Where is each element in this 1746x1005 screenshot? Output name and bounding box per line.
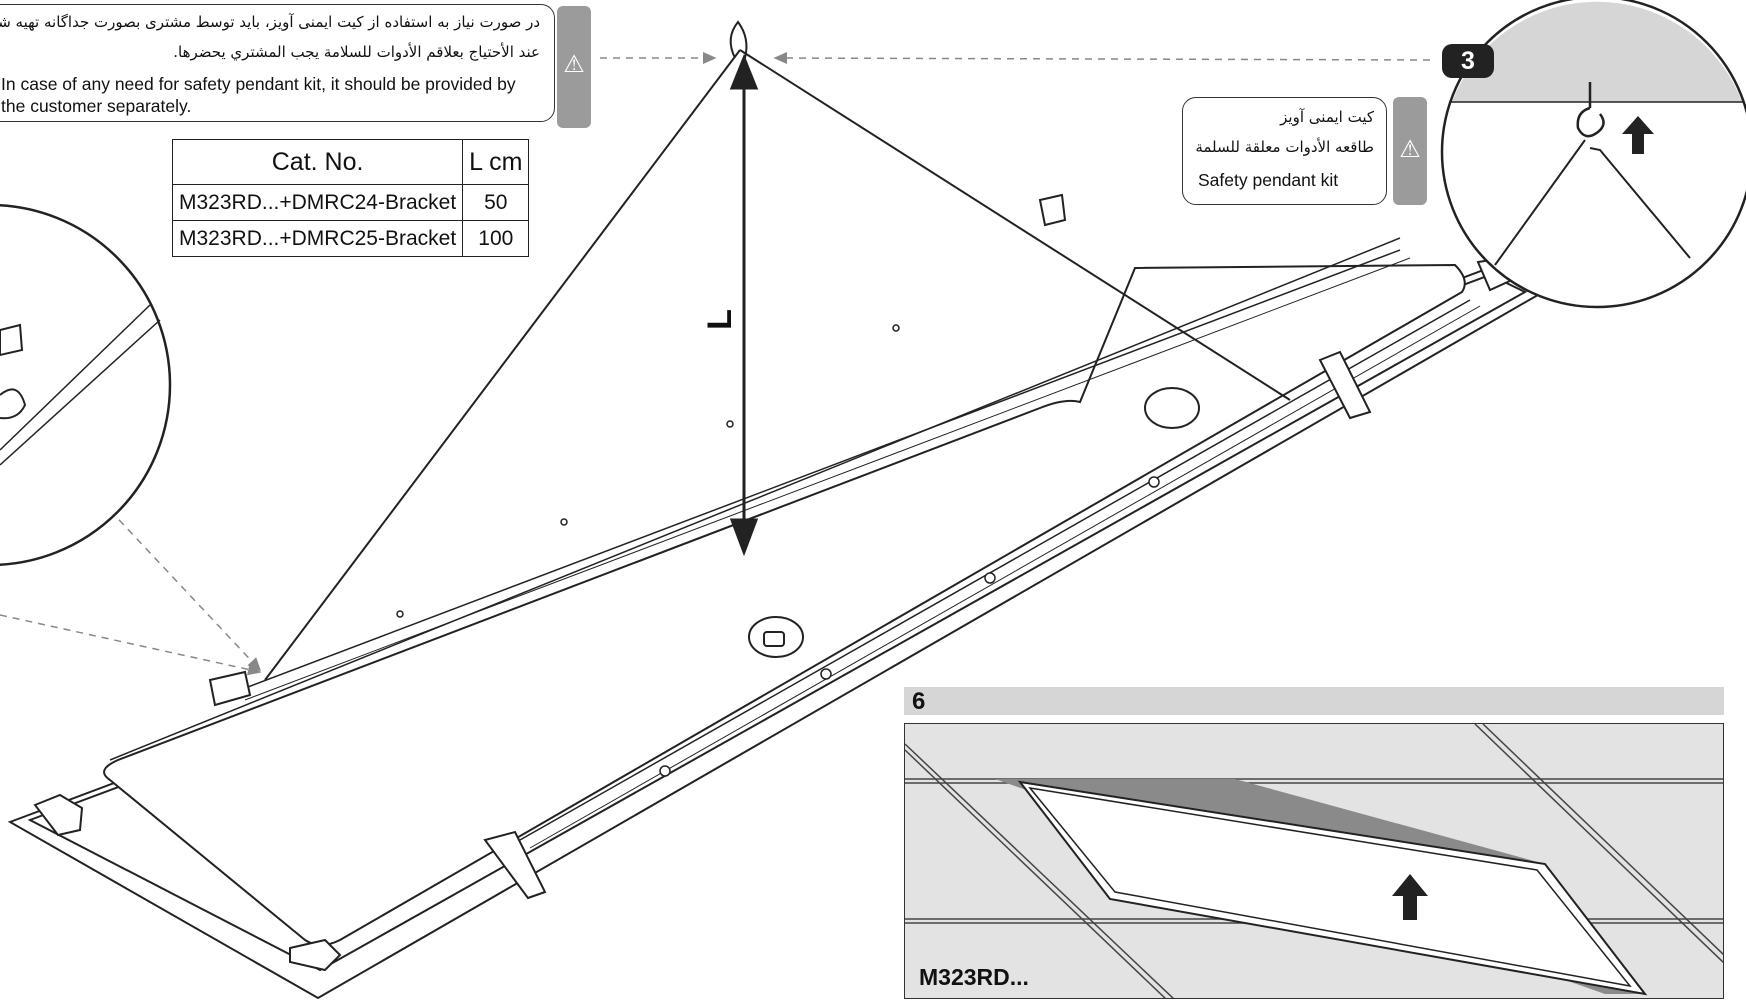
- step-3-badge: 3: [1442, 44, 1494, 78]
- warning-tab-kit: ⚠: [1393, 97, 1427, 205]
- catalog-table: Cat. No. L cm M323RD...+DMRC24-Bracket 5…: [171, 139, 530, 257]
- corner-brackets: [33, 256, 1514, 972]
- warning-icon: ⚠: [1399, 135, 1421, 163]
- screw-holes: [396, 324, 1160, 777]
- dimension-label: L: [700, 309, 739, 330]
- cable-loop: [729, 20, 748, 59]
- table-cell-length: 50: [462, 184, 530, 221]
- table-row: M323RD...+DMRC24-Bracket 50: [171, 184, 530, 221]
- kit-label-english: Safety pendant kit: [1198, 170, 1339, 190]
- panel-rail-3: [519, 299, 1471, 841]
- cable-left: [264, 49, 741, 681]
- safety-note-persian: در صورت نیاز به استفاده از کیت ایمنی آوی…: [0, 13, 540, 31]
- table-cell-length: 100: [462, 220, 530, 257]
- panel-rail-1: [239, 249, 1401, 691]
- cable-right: [739, 49, 1291, 401]
- safety-note: در صورت نیاز به استفاده از کیت ایمنی آوی…: [0, 4, 555, 122]
- kit-label-arabic: طاقعه الأدوات معلقة للسلمة: [1195, 138, 1374, 156]
- table-header-length: L cm: [462, 139, 530, 185]
- warning-tab: ⚠: [557, 6, 591, 128]
- table-header-cat-no: Cat. No.: [171, 139, 464, 185]
- panel-rail-4: [529, 305, 1481, 849]
- step-6-number: 6: [912, 688, 926, 715]
- safety-pendant-kit-label: کیت ایمنی آویز طاقعه الأدوات معلقة للسلم…: [1182, 97, 1387, 205]
- model-label: M323RD...: [919, 964, 1029, 990]
- up-arrow-icon: [1622, 116, 1654, 154]
- up-arrow-icon: [1392, 874, 1428, 920]
- step-6-header: 6: [904, 687, 1724, 715]
- panel-inner: [1028, 786, 1632, 988]
- cable-cutout: [748, 387, 1200, 658]
- panel-rail-2: [244, 257, 1411, 701]
- ceiling-install-drawing: [905, 724, 1723, 998]
- safety-note-english: In case of any need for safety pendant k…: [1, 74, 516, 116]
- spring-clips: [208, 193, 1372, 900]
- step-6-illustration: M323RD...: [904, 723, 1724, 999]
- panel-top-edge: [109, 237, 1401, 761]
- detail-circle-left: [0, 204, 172, 566]
- table-row: M323RD...+DMRC25-Bracket 100: [171, 220, 530, 257]
- detail-circle-right: [1440, 0, 1746, 309]
- dimension-arrow: [729, 53, 759, 557]
- warning-icon: ⚠: [563, 50, 585, 78]
- table-cell-cat-no: M323RD...+DMRC25-Bracket: [171, 220, 464, 257]
- safety-note-arabic: عند الأحتياج بعلاقم الأدوات للسلامة يجب …: [173, 43, 540, 61]
- table-header-row: Cat. No. L cm: [171, 139, 530, 185]
- suspension-cables: [264, 20, 1291, 681]
- table-cell-cat-no: M323RD...+DMRC24-Bracket: [171, 184, 464, 221]
- hook-icon: [1576, 82, 1605, 138]
- kit-label-persian: کیت ایمنی آویز: [1280, 108, 1374, 126]
